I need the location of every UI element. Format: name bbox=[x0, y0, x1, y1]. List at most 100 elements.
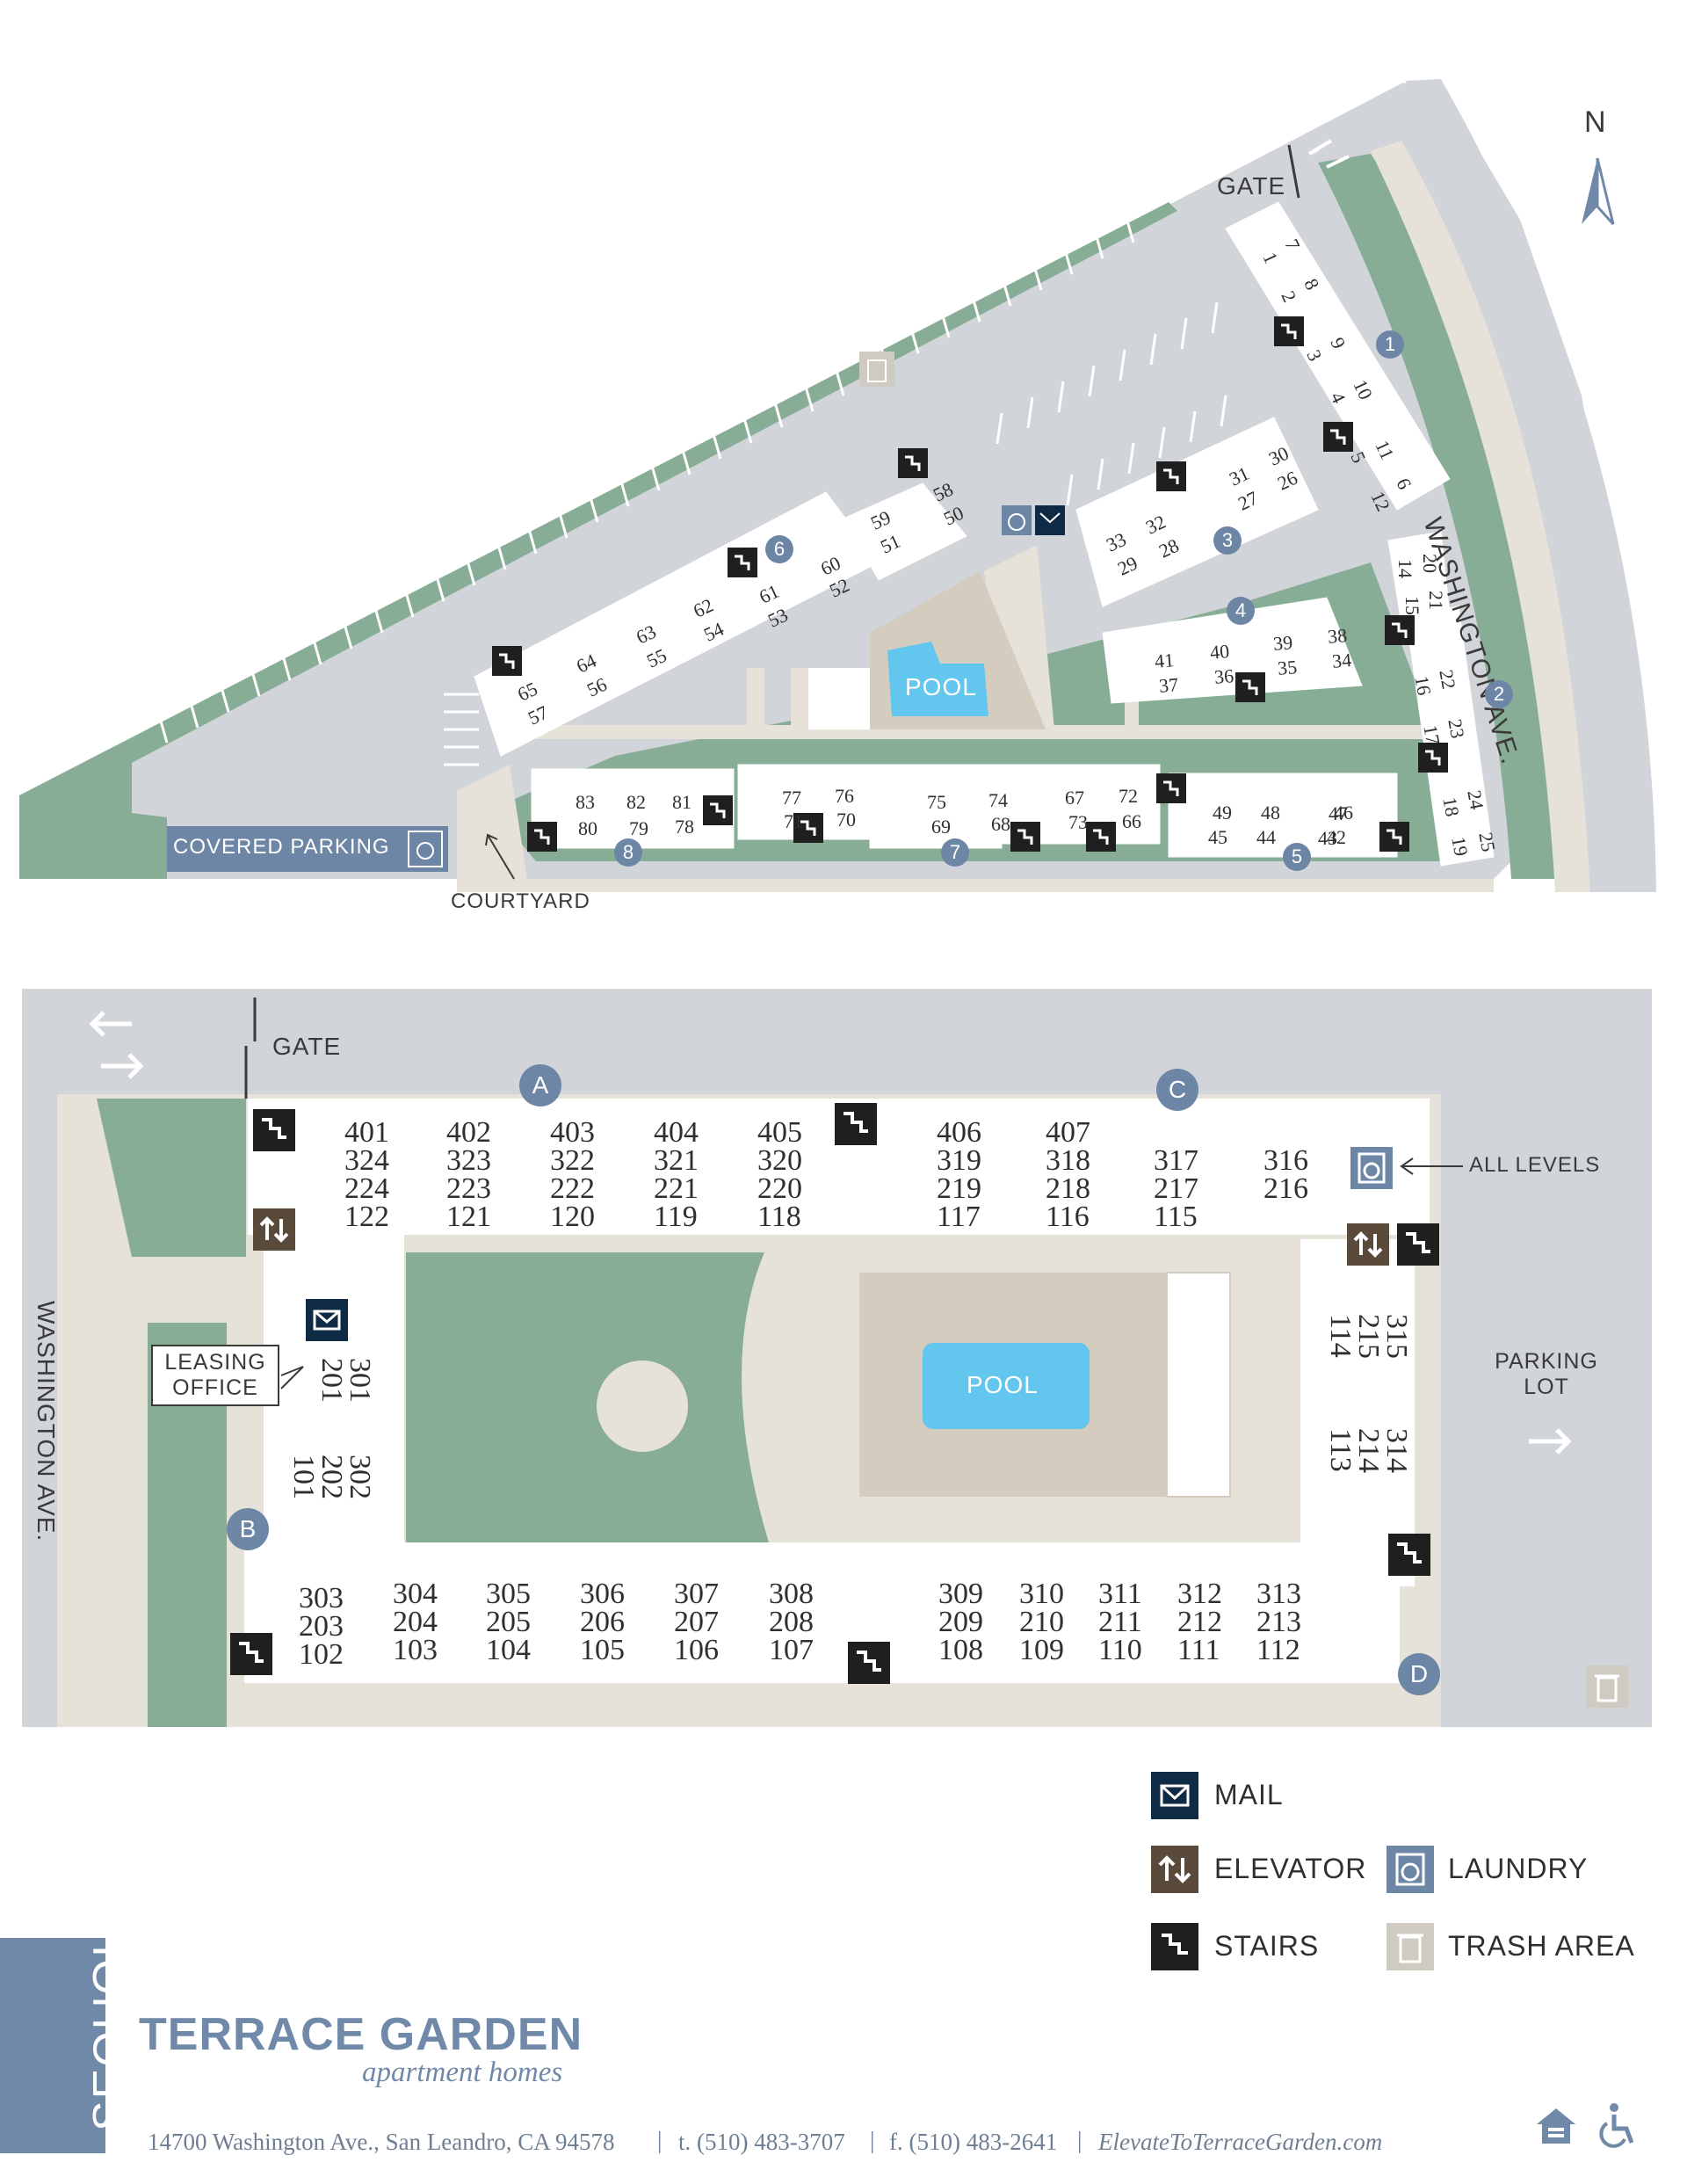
unit-number: 76 bbox=[835, 785, 854, 807]
unit-number: 23 bbox=[1444, 717, 1469, 741]
unit-number: 121 bbox=[446, 1201, 491, 1233]
unit-number: 17 bbox=[1419, 723, 1444, 747]
unit-number: 79 bbox=[629, 817, 648, 839]
building-marker-2: 2 bbox=[1485, 680, 1513, 708]
unit-number: 308 bbox=[769, 1578, 814, 1610]
unit-number: 305 bbox=[486, 1578, 531, 1610]
unit-number: 14 bbox=[1394, 559, 1416, 578]
unit-number: 19 bbox=[1447, 835, 1473, 859]
building-marker-1: 1 bbox=[1376, 330, 1404, 359]
legend-elevator-label: ELEVATOR bbox=[1214, 1853, 1367, 1884]
unit-number: 38 bbox=[1327, 624, 1349, 648]
bottom-gate-label: GATE bbox=[272, 1033, 342, 1060]
unit-number: 34 bbox=[1331, 649, 1353, 672]
unit-number: 83 bbox=[576, 791, 595, 813]
unit-number: 69 bbox=[931, 816, 951, 838]
unit-number: 22 bbox=[1435, 668, 1460, 692]
top-gate-line bbox=[1287, 144, 1300, 199]
top-walkway bbox=[1371, 141, 1590, 892]
unit-number: 116 bbox=[1046, 1201, 1090, 1233]
unit-number: 317 bbox=[1154, 1144, 1198, 1177]
footer-website-link[interactable]: ElevateToTerraceGarden.com bbox=[1098, 2129, 1383, 2155]
north-label: N bbox=[1584, 105, 1607, 139]
unit-number: 109 bbox=[1019, 1634, 1064, 1666]
unit-number: 18 bbox=[1438, 795, 1464, 819]
bottom-courtyard-circle bbox=[597, 1360, 688, 1452]
unit-number: 103 bbox=[393, 1634, 438, 1666]
sequoia-logo: SEQUOIA bbox=[0, 1911, 135, 2153]
unit-number: 102 bbox=[299, 1638, 344, 1671]
bottom-courtyard bbox=[404, 1235, 1300, 1542]
building-marker-8: 8 bbox=[614, 838, 642, 867]
unit-number: 67 bbox=[1065, 787, 1084, 809]
unit-number: 75 bbox=[927, 791, 946, 813]
covered-parking-label: COVERED PARKING bbox=[173, 835, 390, 859]
unit-number: 219 bbox=[937, 1172, 981, 1205]
unit-number: 49 bbox=[1213, 802, 1232, 824]
unit-number: 35 bbox=[1277, 656, 1299, 679]
unit-number: 101 bbox=[287, 1455, 320, 1499]
unit-number: 15 bbox=[1401, 596, 1423, 615]
building-marker-3: 3 bbox=[1213, 526, 1242, 555]
equal-housing-icon bbox=[1533, 2105, 1579, 2147]
unit-number: 114 bbox=[1324, 1314, 1357, 1358]
top-diagonal-green bbox=[19, 202, 1177, 879]
bottom-courtyard-green bbox=[406, 1252, 769, 1542]
unit-number: 319 bbox=[937, 1144, 981, 1177]
elevator-icon bbox=[253, 1208, 295, 1251]
unit-number: 110 bbox=[1098, 1634, 1142, 1666]
unit-number: 322 bbox=[550, 1144, 595, 1177]
unit-number: 21 bbox=[1425, 591, 1447, 610]
building-marker-d: D bbox=[1398, 1653, 1440, 1695]
unit-number: 40 bbox=[1209, 640, 1231, 664]
top-pool bbox=[887, 642, 988, 716]
legend-stairs-icon bbox=[1151, 1923, 1198, 1970]
building-marker-a: A bbox=[519, 1064, 561, 1107]
footer-sep-1: | bbox=[657, 2127, 662, 2153]
unit-number: 82 bbox=[626, 791, 646, 813]
unit-number: 404 bbox=[654, 1116, 699, 1149]
unit-number: 204 bbox=[393, 1606, 438, 1638]
accessibility-icon bbox=[1595, 2101, 1639, 2150]
unit-number: 323 bbox=[446, 1144, 491, 1177]
unit-number: 406 bbox=[937, 1116, 981, 1149]
unit-number: 68 bbox=[991, 813, 1010, 835]
unit-number: 321 bbox=[654, 1144, 699, 1177]
unit-number: 218 bbox=[1046, 1172, 1090, 1205]
stairs-icon bbox=[253, 1109, 295, 1151]
unit-number: 312 bbox=[1177, 1578, 1222, 1610]
bottom-pool-label: POOL bbox=[967, 1371, 1039, 1398]
top-site-map bbox=[19, 79, 1656, 892]
unit-number: 303 bbox=[299, 1582, 344, 1614]
building-marker-b: B bbox=[227, 1508, 269, 1550]
covered-parking-band bbox=[167, 826, 448, 872]
unit-number: 41 bbox=[1154, 649, 1176, 672]
unit-number: 402 bbox=[446, 1116, 491, 1149]
unit-number: 115 bbox=[1154, 1201, 1198, 1233]
legend-mail-label: MAIL bbox=[1214, 1779, 1284, 1810]
footer-address: 14700 Washington Ave., San Leandro, CA 9… bbox=[148, 2129, 615, 2155]
unit-number: 39 bbox=[1272, 631, 1294, 655]
building-marker-7: 7 bbox=[941, 838, 969, 867]
unit-number: 209 bbox=[938, 1606, 983, 1638]
unit-number: 309 bbox=[938, 1578, 983, 1610]
unit-number: 36 bbox=[1213, 664, 1235, 688]
building-marker-4: 4 bbox=[1227, 597, 1255, 625]
unit-number: 118 bbox=[757, 1201, 801, 1233]
bottom-top-road bbox=[22, 989, 1652, 1094]
footer-sep-2: | bbox=[870, 2127, 875, 2153]
unit-number: 107 bbox=[769, 1634, 814, 1666]
stairs-icon bbox=[835, 1103, 877, 1145]
unit-number: 74 bbox=[988, 789, 1008, 811]
unit-number: 205 bbox=[486, 1606, 531, 1638]
mail-icon bbox=[306, 1299, 348, 1341]
footer-fax: f. (510) 483-2641 bbox=[889, 2129, 1058, 2155]
unit-number: 122 bbox=[344, 1201, 389, 1233]
unit-number: 405 bbox=[757, 1116, 802, 1149]
stairs-icon bbox=[1388, 1534, 1430, 1576]
unit-number: 46 bbox=[1334, 802, 1353, 824]
unit-number: 16 bbox=[1410, 674, 1436, 698]
unit-number: 77 bbox=[782, 787, 801, 809]
unit-number: 403 bbox=[550, 1116, 595, 1149]
unit-number: 216 bbox=[1263, 1172, 1308, 1205]
